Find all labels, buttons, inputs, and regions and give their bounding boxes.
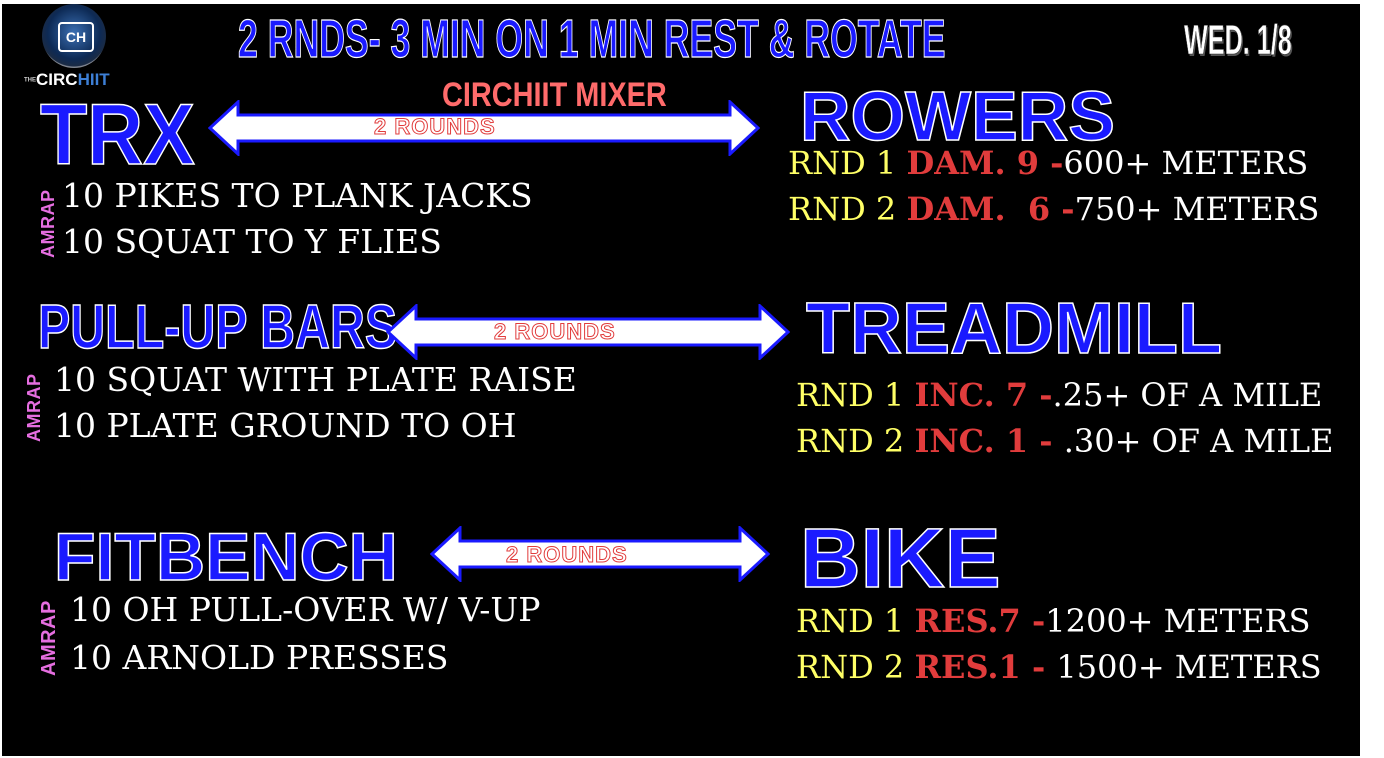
- round-label: RND 2: [796, 648, 915, 686]
- logo-wordmark: THECIRCHIIT: [24, 70, 110, 90]
- target-label: .30+ OF A MILE: [1063, 422, 1334, 460]
- round-label: RND 1: [796, 376, 915, 414]
- page-title: 2 RNDS- 3 MIN ON 1 MIN REST & ROTATE: [238, 8, 946, 69]
- setting-label: INC. 1 -: [914, 422, 1064, 460]
- exercise-1-1: 10 PIKES TO PLANK JACKS: [62, 176, 533, 215]
- target-label: 1200+ METERS: [1045, 602, 1311, 640]
- station-bike-title: BIKE: [799, 510, 1001, 606]
- double-arrow-icon: [208, 100, 760, 156]
- exercise-2-1: 10 SQUAT WITH PLATE RAISE: [54, 360, 577, 399]
- setting-label: RES.1 -: [914, 648, 1057, 686]
- station-pullup-title: PULL-UP BARS: [37, 292, 398, 363]
- round-label: RND 1: [796, 602, 915, 640]
- station-treadmill-title: TREADMILL: [805, 288, 1222, 370]
- logo-text-circ: CIRC: [36, 70, 78, 89]
- circhiit-logo: CH: [42, 4, 106, 68]
- exercise-3-1: 10 OH PULL-OVER W/ V-UP: [70, 590, 541, 629]
- target-label: 750+ METERS: [1074, 190, 1320, 228]
- station-rowers-title: ROWERS: [799, 76, 1116, 156]
- round-label: RND 2: [796, 422, 915, 460]
- exercise-1-2: 10 SQUAT TO Y FLIES: [62, 222, 442, 261]
- logo-text-small: THE: [24, 77, 36, 84]
- workout-slide: CH THECIRCHIIT 2 RNDS- 3 MIN ON 1 MIN RE…: [2, 4, 1360, 756]
- round-row-1-2: RND 2 DAM. 6 -750+ METERS: [788, 190, 1319, 228]
- target-label: 600+ METERS: [1063, 144, 1309, 182]
- subtitle: CIRCHIIT MIXER: [442, 76, 667, 114]
- round-row-2-2: RND 2 INC. 1 - .30+ OF A MILE: [796, 422, 1333, 460]
- station-trx-title: TRX: [39, 86, 195, 184]
- setting-label: INC. 7 -: [914, 376, 1053, 414]
- amrap-label-3: AMRAP: [38, 600, 60, 676]
- round-row-1-1: RND 1 DAM. 9 -600+ METERS: [788, 144, 1308, 182]
- double-arrow-1: [208, 100, 760, 156]
- amrap-label-1: AMRAP: [38, 189, 58, 259]
- double-arrow-2: [386, 304, 790, 360]
- round-row-2-1: RND 1 INC. 7 -.25+ OF A MILE: [796, 376, 1322, 414]
- setting-label: DAM. 6 -: [906, 190, 1075, 228]
- logo-mark: CH: [58, 22, 94, 52]
- round-row-3-2: RND 2 RES.1 - 1500+ METERS: [796, 648, 1322, 686]
- setting-label: DAM. 9 -: [906, 144, 1064, 182]
- setting-label: RES.7 -: [914, 602, 1046, 640]
- station-fitbench-title: FITBENCH: [53, 518, 398, 596]
- date-label: WED. 1/8: [1184, 16, 1292, 64]
- rounds-label-3: 2 ROUNDS: [506, 542, 628, 568]
- double-arrow-3: [430, 526, 770, 582]
- exercise-3-2: 10 ARNOLD PRESSES: [70, 638, 449, 677]
- exercise-2-2: 10 PLATE GROUND TO OH: [54, 406, 517, 445]
- rounds-label-2: 2 ROUNDS: [494, 319, 616, 345]
- round-label: RND 1: [788, 144, 907, 182]
- round-row-3-1: RND 1 RES.7 -1200+ METERS: [796, 602, 1311, 640]
- double-arrow-icon: [430, 526, 770, 582]
- logo-text-hiit: HIIT: [77, 70, 110, 89]
- target-label: .25+ OF A MILE: [1052, 376, 1323, 414]
- round-label: RND 2: [788, 190, 907, 228]
- target-label: 1500+ METERS: [1056, 648, 1322, 686]
- amrap-label-2: AMRAP: [24, 373, 44, 443]
- rounds-label-1: 2 ROUNDS: [374, 114, 496, 140]
- double-arrow-icon: [386, 304, 790, 360]
